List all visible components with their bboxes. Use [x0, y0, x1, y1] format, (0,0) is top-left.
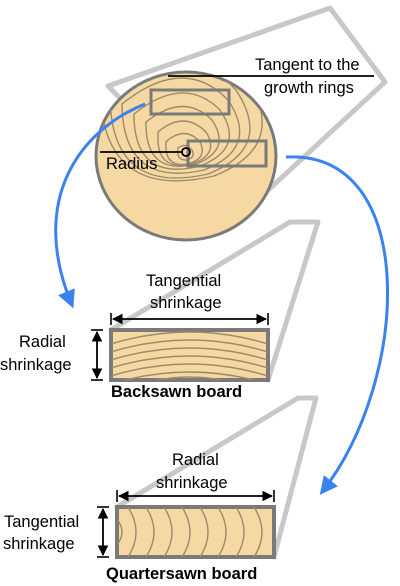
quartersawn-board [115, 505, 276, 559]
log-tangential-board-outline [149, 88, 231, 116]
backsawn-height-label-line2: shrinkage [0, 356, 72, 374]
backsawn-board [109, 328, 270, 382]
backsawn-width-label-line1: Tangential [146, 272, 221, 290]
quartersawn-height-label-line1: Tangential [4, 513, 79, 531]
quartersawn-width-label-line2: shrinkage [156, 474, 228, 492]
arrow-to-backsawn [54, 102, 146, 309]
backsawn-title: Backsawn board [111, 383, 242, 401]
quartersawn-width-label-line1: Radial [172, 451, 219, 469]
quartersawn-height-label-line2: shrinkage [3, 535, 75, 553]
tangent-label-line1: Tangent to the [255, 56, 360, 74]
tangent-label-line2: growth rings [264, 79, 354, 97]
log-radial-board-outline [186, 139, 268, 168]
log-center-point [181, 147, 191, 157]
quartersawn-title: Quartersawn board [106, 565, 257, 583]
backsawn-width-label-line2: shrinkage [150, 294, 222, 312]
arrow-to-quartersawn [285, 155, 390, 495]
backsawn-height-label-line1: Radial [19, 333, 66, 351]
radius-label: Radius [106, 155, 157, 173]
